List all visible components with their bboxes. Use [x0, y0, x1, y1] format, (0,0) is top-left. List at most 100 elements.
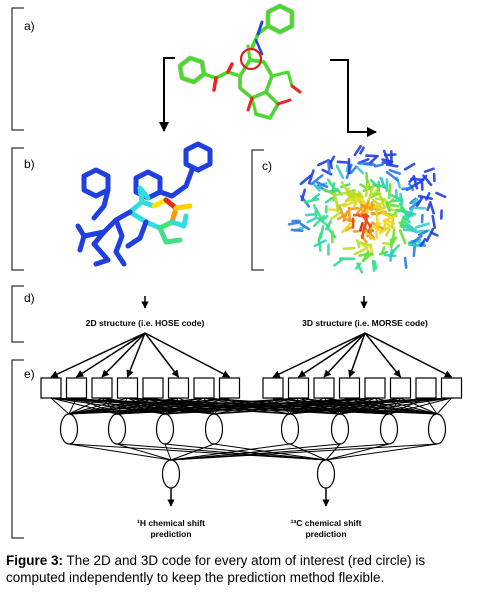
conformer-bond — [398, 202, 406, 211]
conformer-bond — [333, 192, 339, 208]
conformer-bond — [324, 197, 333, 204]
conformer-bond — [303, 197, 320, 204]
conformer-bond — [344, 226, 353, 232]
input-node — [338, 377, 361, 399]
hidden-node — [107, 413, 127, 445]
conformer-bond — [374, 226, 383, 233]
hidden-output-edge — [325, 443, 341, 461]
conformer-bond — [380, 197, 385, 207]
conformer-bond — [336, 190, 354, 196]
conformer-bond — [312, 215, 326, 228]
conformer-bond — [401, 186, 412, 191]
input-layer — [40, 377, 463, 399]
input-hidden-edge — [68, 397, 230, 415]
conformer-bond — [372, 187, 380, 196]
conformer-bond — [312, 204, 322, 219]
code-to-input-arrow — [364, 332, 453, 378]
conformer-bond — [385, 227, 391, 237]
output-label-13c-line2: prediction — [305, 529, 346, 539]
input-node — [167, 377, 190, 399]
conformer-bond — [344, 190, 357, 203]
conformer-bond — [387, 183, 392, 200]
conformer-bond — [388, 168, 402, 175]
conformer-bond — [382, 214, 397, 223]
conformer-bond — [362, 230, 376, 241]
hidden-output-edge — [170, 443, 291, 461]
conformer-bond — [363, 162, 376, 167]
input-node — [116, 377, 139, 399]
input-node — [218, 377, 241, 399]
input-node — [364, 377, 386, 399]
network-edges — [50, 332, 453, 507]
input-hidden-edge — [68, 397, 179, 415]
hidden-output-edge — [164, 443, 172, 461]
conformer-bond — [385, 170, 400, 182]
conformer-bond — [407, 243, 419, 247]
hidden-output-edge — [325, 443, 390, 461]
panel-b: b) — [11, 147, 35, 271]
input-hidden-edge — [164, 397, 299, 415]
hidden-output-edge — [68, 443, 172, 461]
bracket-b — [11, 147, 24, 271]
panel-d: d) — [11, 285, 35, 343]
conformer-bond — [426, 201, 432, 212]
input-hidden-edge — [68, 397, 299, 415]
hidden-output-edge — [325, 443, 438, 461]
input-hidden-edge — [50, 397, 70, 415]
conformer-bond — [342, 200, 356, 208]
conformer-bond — [431, 214, 437, 229]
conformer-bond — [380, 246, 386, 256]
panel-label-d: d) — [24, 291, 35, 305]
arrow-a-to-b — [159, 57, 175, 132]
conformer-bond — [415, 222, 430, 229]
conformer-bond — [389, 238, 393, 249]
conformer-bond — [287, 221, 301, 226]
conformer-bond — [400, 223, 410, 229]
panel-a: a) — [11, 7, 35, 131]
panel-d-content: 2D structure (i.e. HOSE code) 3D structu… — [86, 296, 428, 328]
input-node — [440, 377, 463, 399]
conformer-bond — [355, 205, 364, 215]
conformer-bond — [354, 196, 363, 202]
conformer-bond — [321, 214, 329, 222]
hidden-output-edge — [68, 443, 327, 461]
conformer-bond — [349, 165, 358, 175]
conformer-bond — [329, 211, 342, 221]
hidden-output-edge — [213, 443, 327, 461]
output-layer — [161, 459, 336, 489]
output-node — [161, 459, 181, 489]
conformer-bond — [304, 213, 316, 217]
bracket-c — [251, 149, 264, 271]
conformer-bond — [357, 214, 370, 218]
conformer-bond — [391, 229, 396, 244]
hidden-layer — [59, 413, 447, 445]
code-label-3d: 3D structure (i.e. MORSE code) — [302, 318, 428, 328]
conformer-bond — [402, 228, 415, 232]
hidden-output-edge — [164, 443, 327, 461]
conformer-bond — [389, 204, 400, 208]
input-node — [415, 377, 437, 399]
conformer-bond — [360, 224, 367, 240]
conformer-bond — [317, 239, 322, 252]
conformer-bond — [326, 159, 331, 174]
conformer-bond — [403, 256, 408, 270]
input-hidden-edge — [289, 397, 452, 415]
hidden-node — [330, 413, 350, 445]
output-label-1h-line1: ¹H chemical shift — [137, 518, 205, 528]
conformer-bond — [299, 174, 313, 186]
conformer-bond — [324, 220, 332, 231]
code-to-input-arrow — [144, 332, 231, 378]
conformer-bond — [348, 207, 360, 211]
conformer-bond — [359, 205, 369, 216]
hidden-output-edge — [170, 443, 438, 461]
conformer-bond — [300, 188, 307, 202]
conformer-bond — [312, 182, 321, 192]
conformer-bond — [336, 212, 348, 221]
conformer-bond — [418, 174, 428, 184]
code-to-input-arrow — [364, 332, 402, 378]
hidden-node — [59, 413, 79, 445]
input-hidden-edge — [68, 397, 154, 415]
conformer-bond — [409, 197, 417, 205]
conformer-bond — [386, 201, 392, 212]
